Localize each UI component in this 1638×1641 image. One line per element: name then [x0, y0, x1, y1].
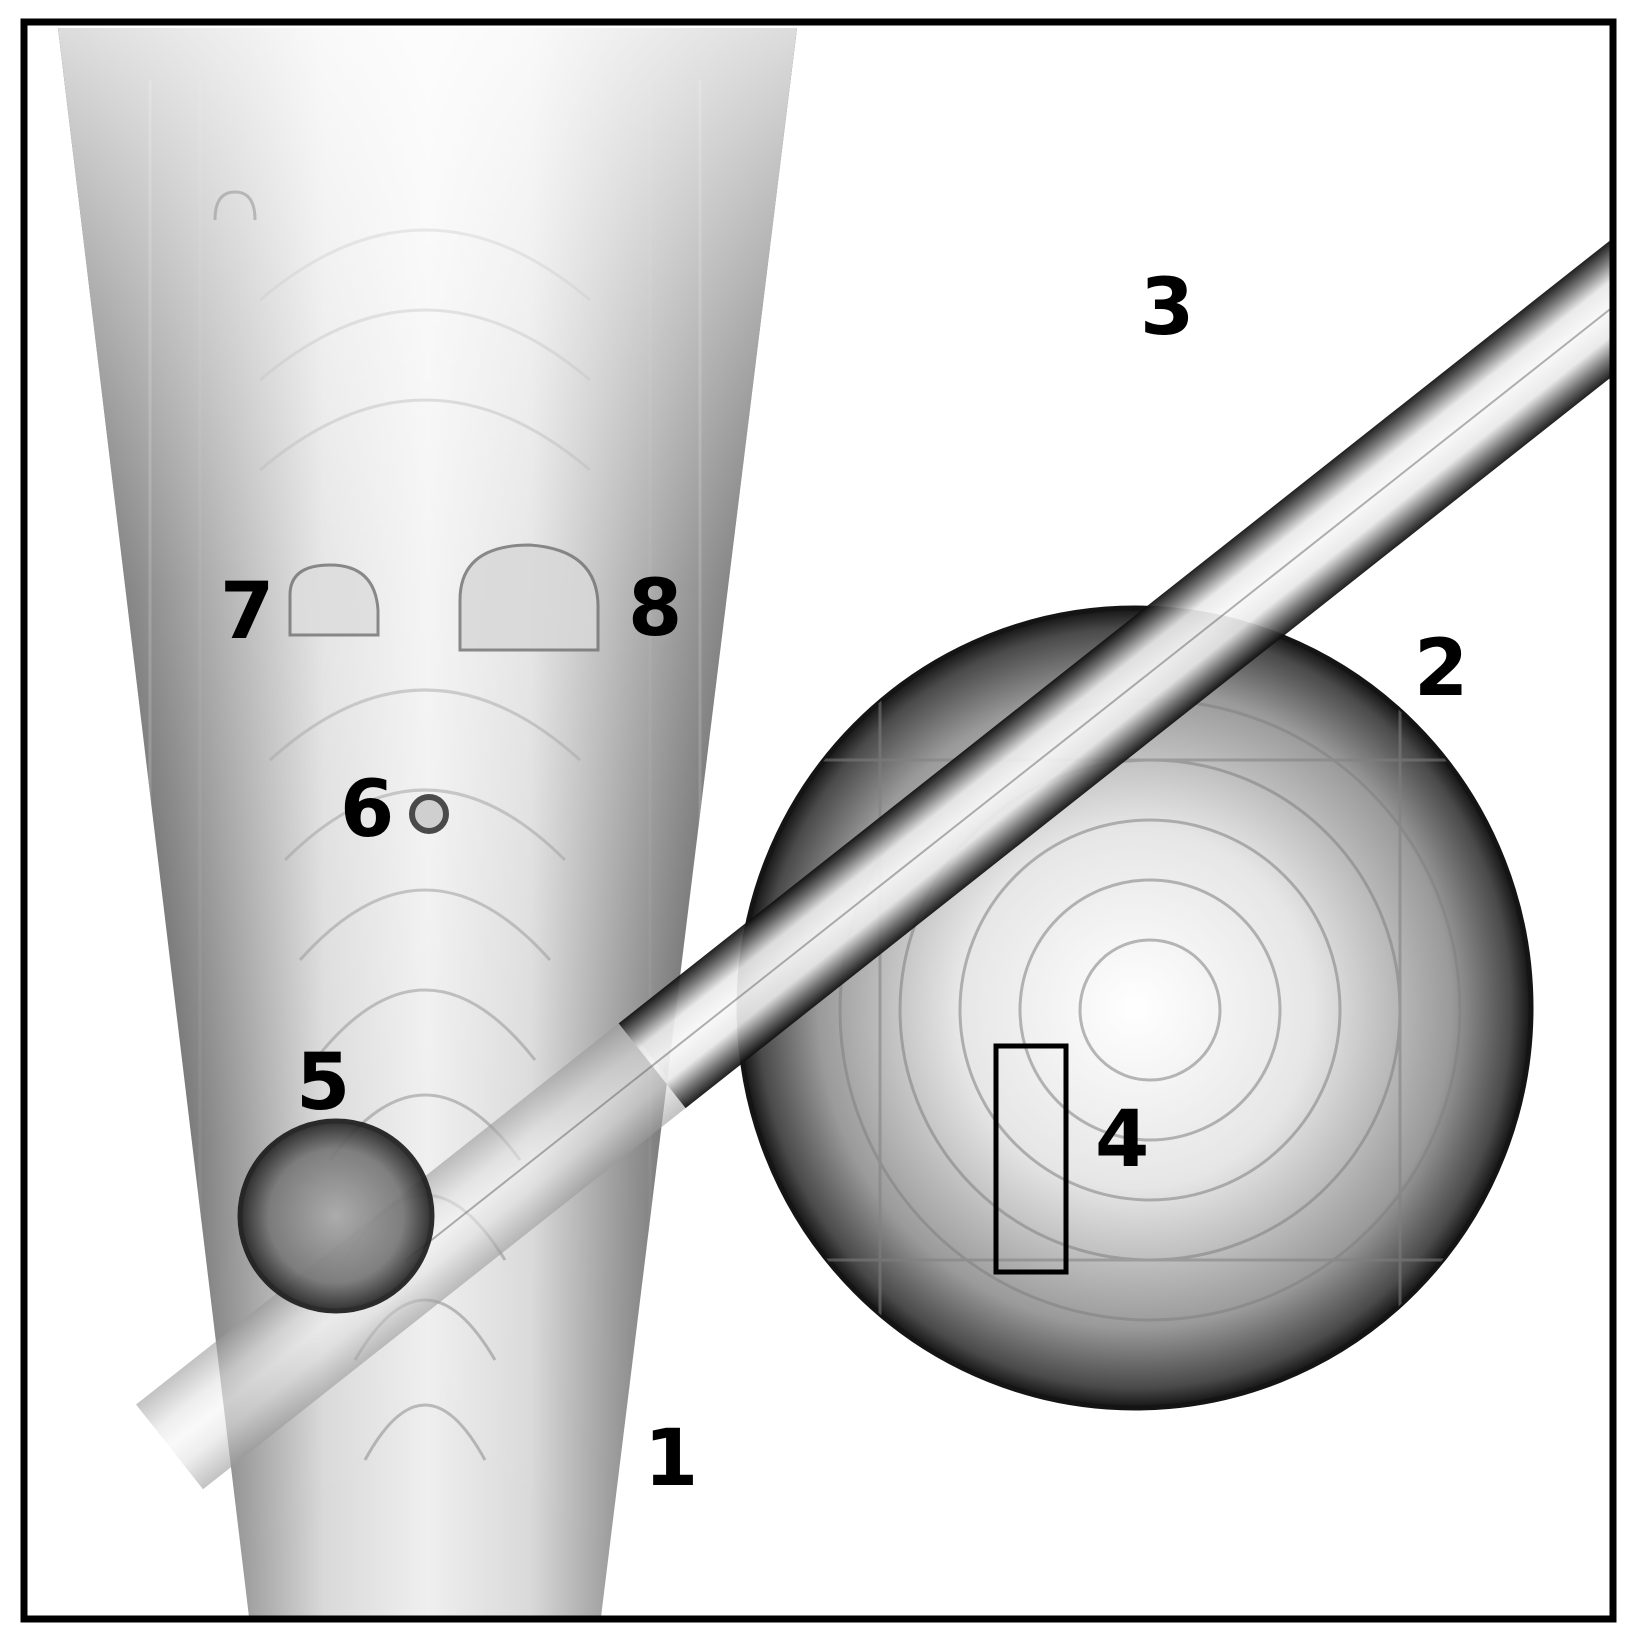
label-2: 2	[1414, 624, 1468, 714]
label-4: 4	[1095, 1095, 1149, 1185]
label-8: 8	[628, 564, 682, 654]
small-disc-object	[237, 1118, 435, 1314]
label-3: 3	[1140, 263, 1194, 353]
bump-object-8	[458, 543, 600, 652]
small-ring-object	[409, 794, 449, 834]
faint-bump-top	[213, 190, 257, 221]
label-1: 1	[644, 1414, 698, 1504]
label-6: 6	[340, 765, 394, 855]
label-5: 5	[296, 1038, 350, 1128]
rectangle-object	[993, 1043, 1069, 1275]
diagram-frame	[20, 18, 1617, 1623]
bump-object-7	[288, 563, 380, 637]
label-7: 7	[220, 567, 274, 657]
